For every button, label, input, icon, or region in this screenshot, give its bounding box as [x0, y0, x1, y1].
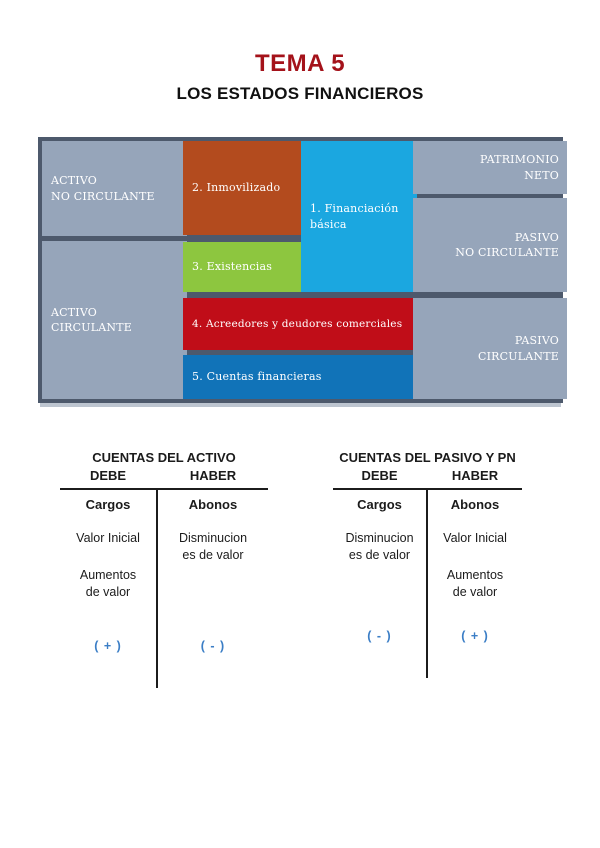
block-financiacion-basica: 1. Financiación básica — [301, 141, 417, 292]
page-title: TEMA 5 — [254, 50, 346, 77]
debit-entry: Aumentos de valor — [79, 568, 137, 599]
debit-sign: ( - ) — [367, 629, 392, 643]
credit-sign: ( - ) — [200, 639, 226, 653]
block-inmovilizado: 2. Inmovilizado — [183, 141, 305, 235]
credit-entry: Disminucion es de valor — [178, 531, 248, 562]
block-label: ACTIVO NO CIRCULANTE — [51, 174, 155, 203]
t-divider-horizontal — [60, 488, 268, 490]
block-label: 4. Acreedores y deudores comerciales — [192, 317, 403, 330]
block-label: PASIVO NO CIRCULANTE — [455, 230, 559, 259]
block-label: PASIVO CIRCULANTE — [478, 334, 559, 363]
block-existencias: 3. Existencias — [183, 242, 305, 292]
block-patrimonio-neto: PATRIMONIO NETO — [413, 141, 567, 194]
cargos-label: Cargos — [357, 497, 402, 512]
debit-entry: Disminucion es de valor — [345, 531, 414, 562]
credit-entry: Valor Inicial — [443, 531, 507, 545]
haber-label: HABER — [451, 468, 499, 483]
credit-entry: Aumentos de valor — [446, 568, 504, 599]
credit-sign: ( + ) — [461, 629, 489, 643]
t-account-title: CUENTAS DEL ACTIVO — [92, 450, 236, 465]
haber-label: HABER — [189, 468, 237, 483]
block-pasivo-circulante: PASIVO CIRCULANTE — [413, 298, 567, 399]
t-divider-vertical — [156, 488, 158, 688]
t-account-activo: CUENTAS DEL ACTIVO DEBE HABER Cargos Abo… — [60, 447, 268, 692]
abonos-label: Abonos — [188, 497, 238, 512]
block-label: 3. Existencias — [192, 260, 273, 274]
block-cuentas-financieras: 5. Cuentas financieras — [183, 355, 417, 399]
block-label: 1. Financiación básica — [310, 202, 399, 231]
block-label: ACTIVO CIRCULANTE — [51, 305, 132, 334]
page-subtitle: LOS ESTADOS FINANCIEROS — [176, 84, 424, 103]
t-account-title: CUENTAS DEL PASIVO Y PN — [339, 450, 516, 465]
block-label: PATRIMONIO NETO — [480, 153, 559, 182]
block-label: 5. Cuentas financieras — [192, 370, 322, 384]
balance-sheet-diagram: ACTIVO NO CIRCULANTE ACTIVO CIRCULANTE 2… — [38, 137, 567, 403]
block-acreedores-deudores: 4. Acreedores y deudores comerciales — [183, 298, 417, 350]
debit-sign: ( + ) — [94, 639, 122, 653]
block-activo-no-circulante: ACTIVO NO CIRCULANTE — [42, 141, 187, 236]
t-divider-vertical — [426, 488, 428, 678]
debe-label: DEBE — [361, 468, 398, 483]
block-activo-circulante: ACTIVO CIRCULANTE — [42, 241, 187, 399]
t-account-pasivo-pn: CUENTAS DEL PASIVO Y PN DEBE HABER Cargo… — [333, 447, 522, 682]
block-label: 2. Inmovilizado — [192, 181, 281, 195]
cargos-label: Cargos — [85, 497, 131, 512]
debit-entry: Valor Inicial — [76, 531, 140, 545]
debe-label: DEBE — [89, 468, 127, 483]
abonos-label: Abonos — [450, 497, 500, 512]
block-pasivo-no-circulante: PASIVO NO CIRCULANTE — [413, 198, 567, 292]
